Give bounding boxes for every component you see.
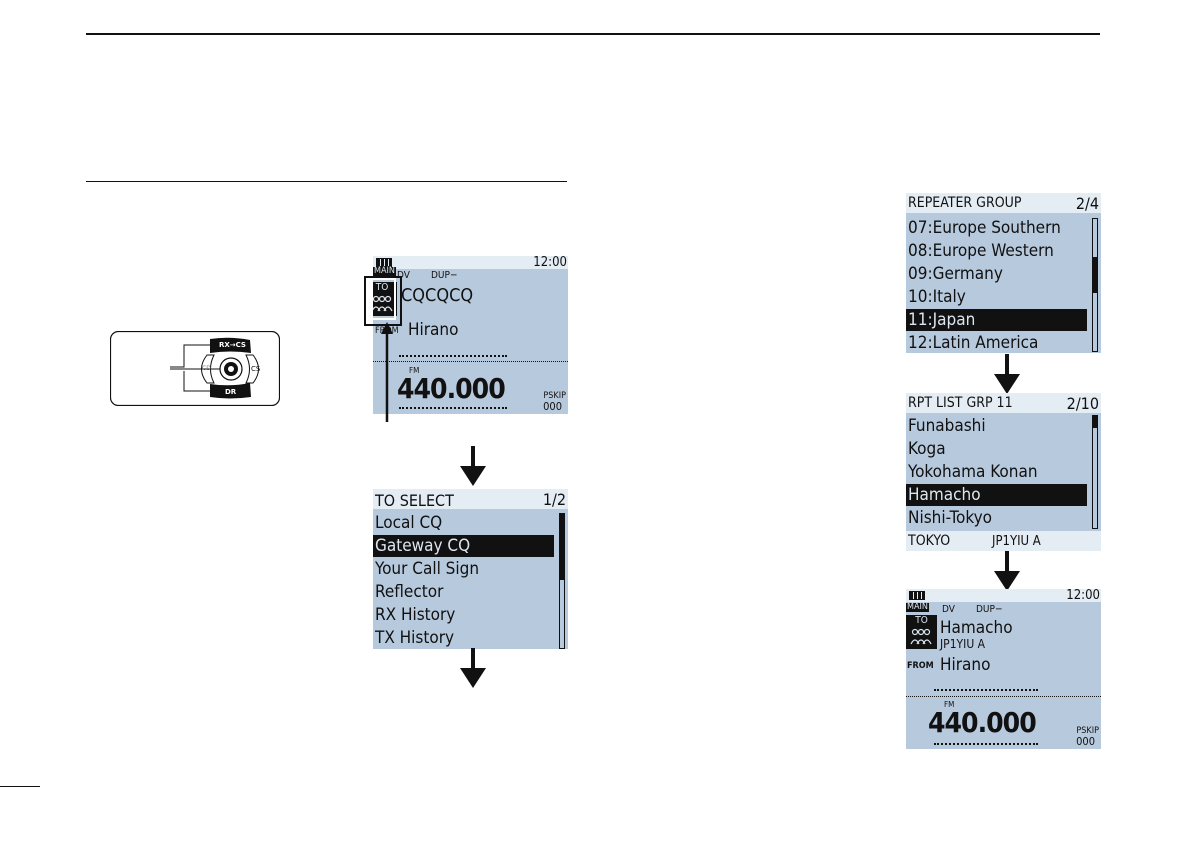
menu-item-nishi-tokyo[interactable]: Nishi-Tokyo	[908, 508, 993, 528]
to-icon-highlight-inner	[364, 276, 398, 322]
menu-header: REPEATER GROUP 2/4	[906, 193, 1101, 213]
battery-icon	[909, 591, 925, 600]
to-repeater-name: Hamacho	[940, 618, 1013, 638]
page-number-rule	[0, 786, 40, 787]
group-people-icon	[910, 628, 932, 645]
menu-page: 2/4	[1075, 194, 1099, 213]
menu-header: TO SELECT 1/2	[373, 489, 568, 510]
duplex-indicator: DUP−	[976, 604, 1003, 615]
to-tag: TO	[375, 282, 389, 293]
menu-title: TO SELECT	[375, 491, 454, 510]
scrollbar-thumb[interactable]	[1093, 257, 1097, 293]
menu-header: RPT LIST GRP 11 2/10	[906, 393, 1101, 413]
menu-item-funabashi[interactable]: Funabashi	[908, 416, 986, 436]
menu-item-germany[interactable]: 09:Germany	[908, 264, 1003, 284]
menu-page: 1/2	[542, 490, 566, 509]
to-icon: TO	[373, 282, 397, 316]
down-arrow-2	[460, 648, 486, 688]
frequency-display: 440.000	[928, 706, 1037, 739]
menu-item-koga[interactable]: Koga	[908, 439, 946, 459]
status-bar: 12:00	[906, 589, 1101, 602]
channel-number: 000	[543, 400, 562, 413]
from-call-sign: Hirano	[408, 320, 459, 340]
band-divider	[373, 361, 568, 362]
repeater-call-sign: JP1YIU A	[992, 534, 1041, 549]
scrollbar[interactable]	[1092, 218, 1098, 352]
menu-item-europe-southern[interactable]: 07:Europe Southern	[908, 218, 1061, 238]
header-rule	[86, 33, 1100, 35]
down-arrow-1	[460, 446, 486, 486]
menu-item-latin-america[interactable]: 12:Latin America	[908, 333, 1039, 353]
scrollbar[interactable]	[1092, 415, 1098, 529]
repeater-group-screen: REPEATER GROUP 2/4 07:Europe Southern 08…	[906, 193, 1101, 353]
pskip-label: PSKIP	[1076, 726, 1099, 736]
repeater-list-screen: RPT LIST GRP 11 2/10 Funabashi Koga Yoko…	[906, 393, 1101, 551]
cd-button-label: CD	[202, 365, 211, 372]
s-meter	[934, 689, 1038, 691]
rx-cs-button-label: RX→CS	[219, 341, 246, 349]
repeater-info-bar: TOKYO JP1YIU A	[906, 531, 1101, 551]
menu-title: RPT LIST GRP 11	[908, 395, 1013, 411]
standby-screen-2: 12:00 MAIN DV DUP− TO Hamacho JP1YIU A F…	[906, 589, 1101, 749]
band-mode: FM	[944, 700, 955, 709]
down-arrow-3	[994, 354, 1020, 394]
mode-indicator: DV	[942, 604, 955, 615]
scrollbar-thumb[interactable]	[1093, 416, 1097, 428]
menu-item-europe-western[interactable]: 08:Europe Western	[908, 241, 1054, 261]
pointer-arrow	[381, 322, 393, 422]
mode-indicator: DV	[397, 270, 410, 281]
keypad-illustration: RX→CS DR CS CD	[109, 330, 281, 407]
from-tag: FROM	[907, 661, 934, 671]
to-call-sign: CQCQCQ	[401, 285, 474, 306]
to-select-screen: TO SELECT 1/2 Local CQ Gateway CQ Your C…	[373, 489, 568, 649]
band-divider	[906, 696, 1101, 697]
s-meter	[399, 355, 507, 357]
menu-page: 2/10	[1066, 394, 1099, 413]
down-arrow-4	[994, 551, 1020, 591]
frequency-display: 440.000	[397, 372, 506, 405]
clock: 12:00	[533, 256, 567, 270]
main-band-tag: MAIN	[373, 266, 396, 276]
repeater-area: TOKYO	[908, 533, 951, 549]
menu-item-reflector[interactable]: Reflector	[375, 582, 444, 602]
menu-item-rx-history[interactable]: RX History	[375, 605, 456, 625]
section-rule	[86, 181, 567, 182]
from-call-sign: Hirano	[940, 655, 991, 675]
menu-title: REPEATER GROUP	[908, 195, 1022, 211]
pskip-label: PSKIP	[543, 391, 566, 401]
scrollbar-thumb[interactable]	[560, 514, 564, 580]
menu-item-italy[interactable]: 10:Italy	[908, 287, 966, 307]
s-meter-bottom	[399, 407, 507, 409]
menu-item-yokohama-konan[interactable]: Yokohama Konan	[908, 462, 1038, 482]
menu-item-local-cq[interactable]: Local CQ	[375, 513, 443, 533]
battery-icon	[376, 258, 392, 267]
group-people-icon	[373, 295, 393, 312]
menu-item-japan[interactable]: 11:Japan	[906, 309, 1087, 331]
menu-item-hamacho[interactable]: Hamacho	[906, 484, 1087, 506]
menu-item-tx-history[interactable]: TX History	[375, 628, 455, 648]
status-bar: 12:00	[373, 256, 568, 269]
to-tag: TO	[915, 615, 928, 626]
dr-button-label: DR	[225, 388, 237, 396]
s-meter-bottom	[934, 743, 1038, 745]
band-mode: FM	[409, 366, 420, 375]
to-repeater-call-sign: JP1YIU A	[940, 637, 986, 651]
clock: 12:00	[1066, 589, 1100, 603]
menu-item-gateway-cq[interactable]: Gateway CQ	[373, 535, 554, 557]
menu-item-your-call-sign[interactable]: Your Call Sign	[375, 559, 480, 579]
scrollbar[interactable]	[559, 513, 565, 649]
to-icon: TO	[906, 615, 937, 649]
main-band-tag: MAIN	[906, 602, 929, 612]
keypad-outline	[109, 330, 281, 407]
standby-screen-1: 12:00 MAIN DV DUP− TO CQCQCQ FROM Hirano…	[373, 256, 568, 414]
duplex-indicator: DUP−	[431, 270, 458, 281]
channel-number: 000	[1076, 735, 1095, 748]
cs-button-label: CS	[251, 365, 261, 373]
to-icon-highlight	[364, 276, 402, 326]
